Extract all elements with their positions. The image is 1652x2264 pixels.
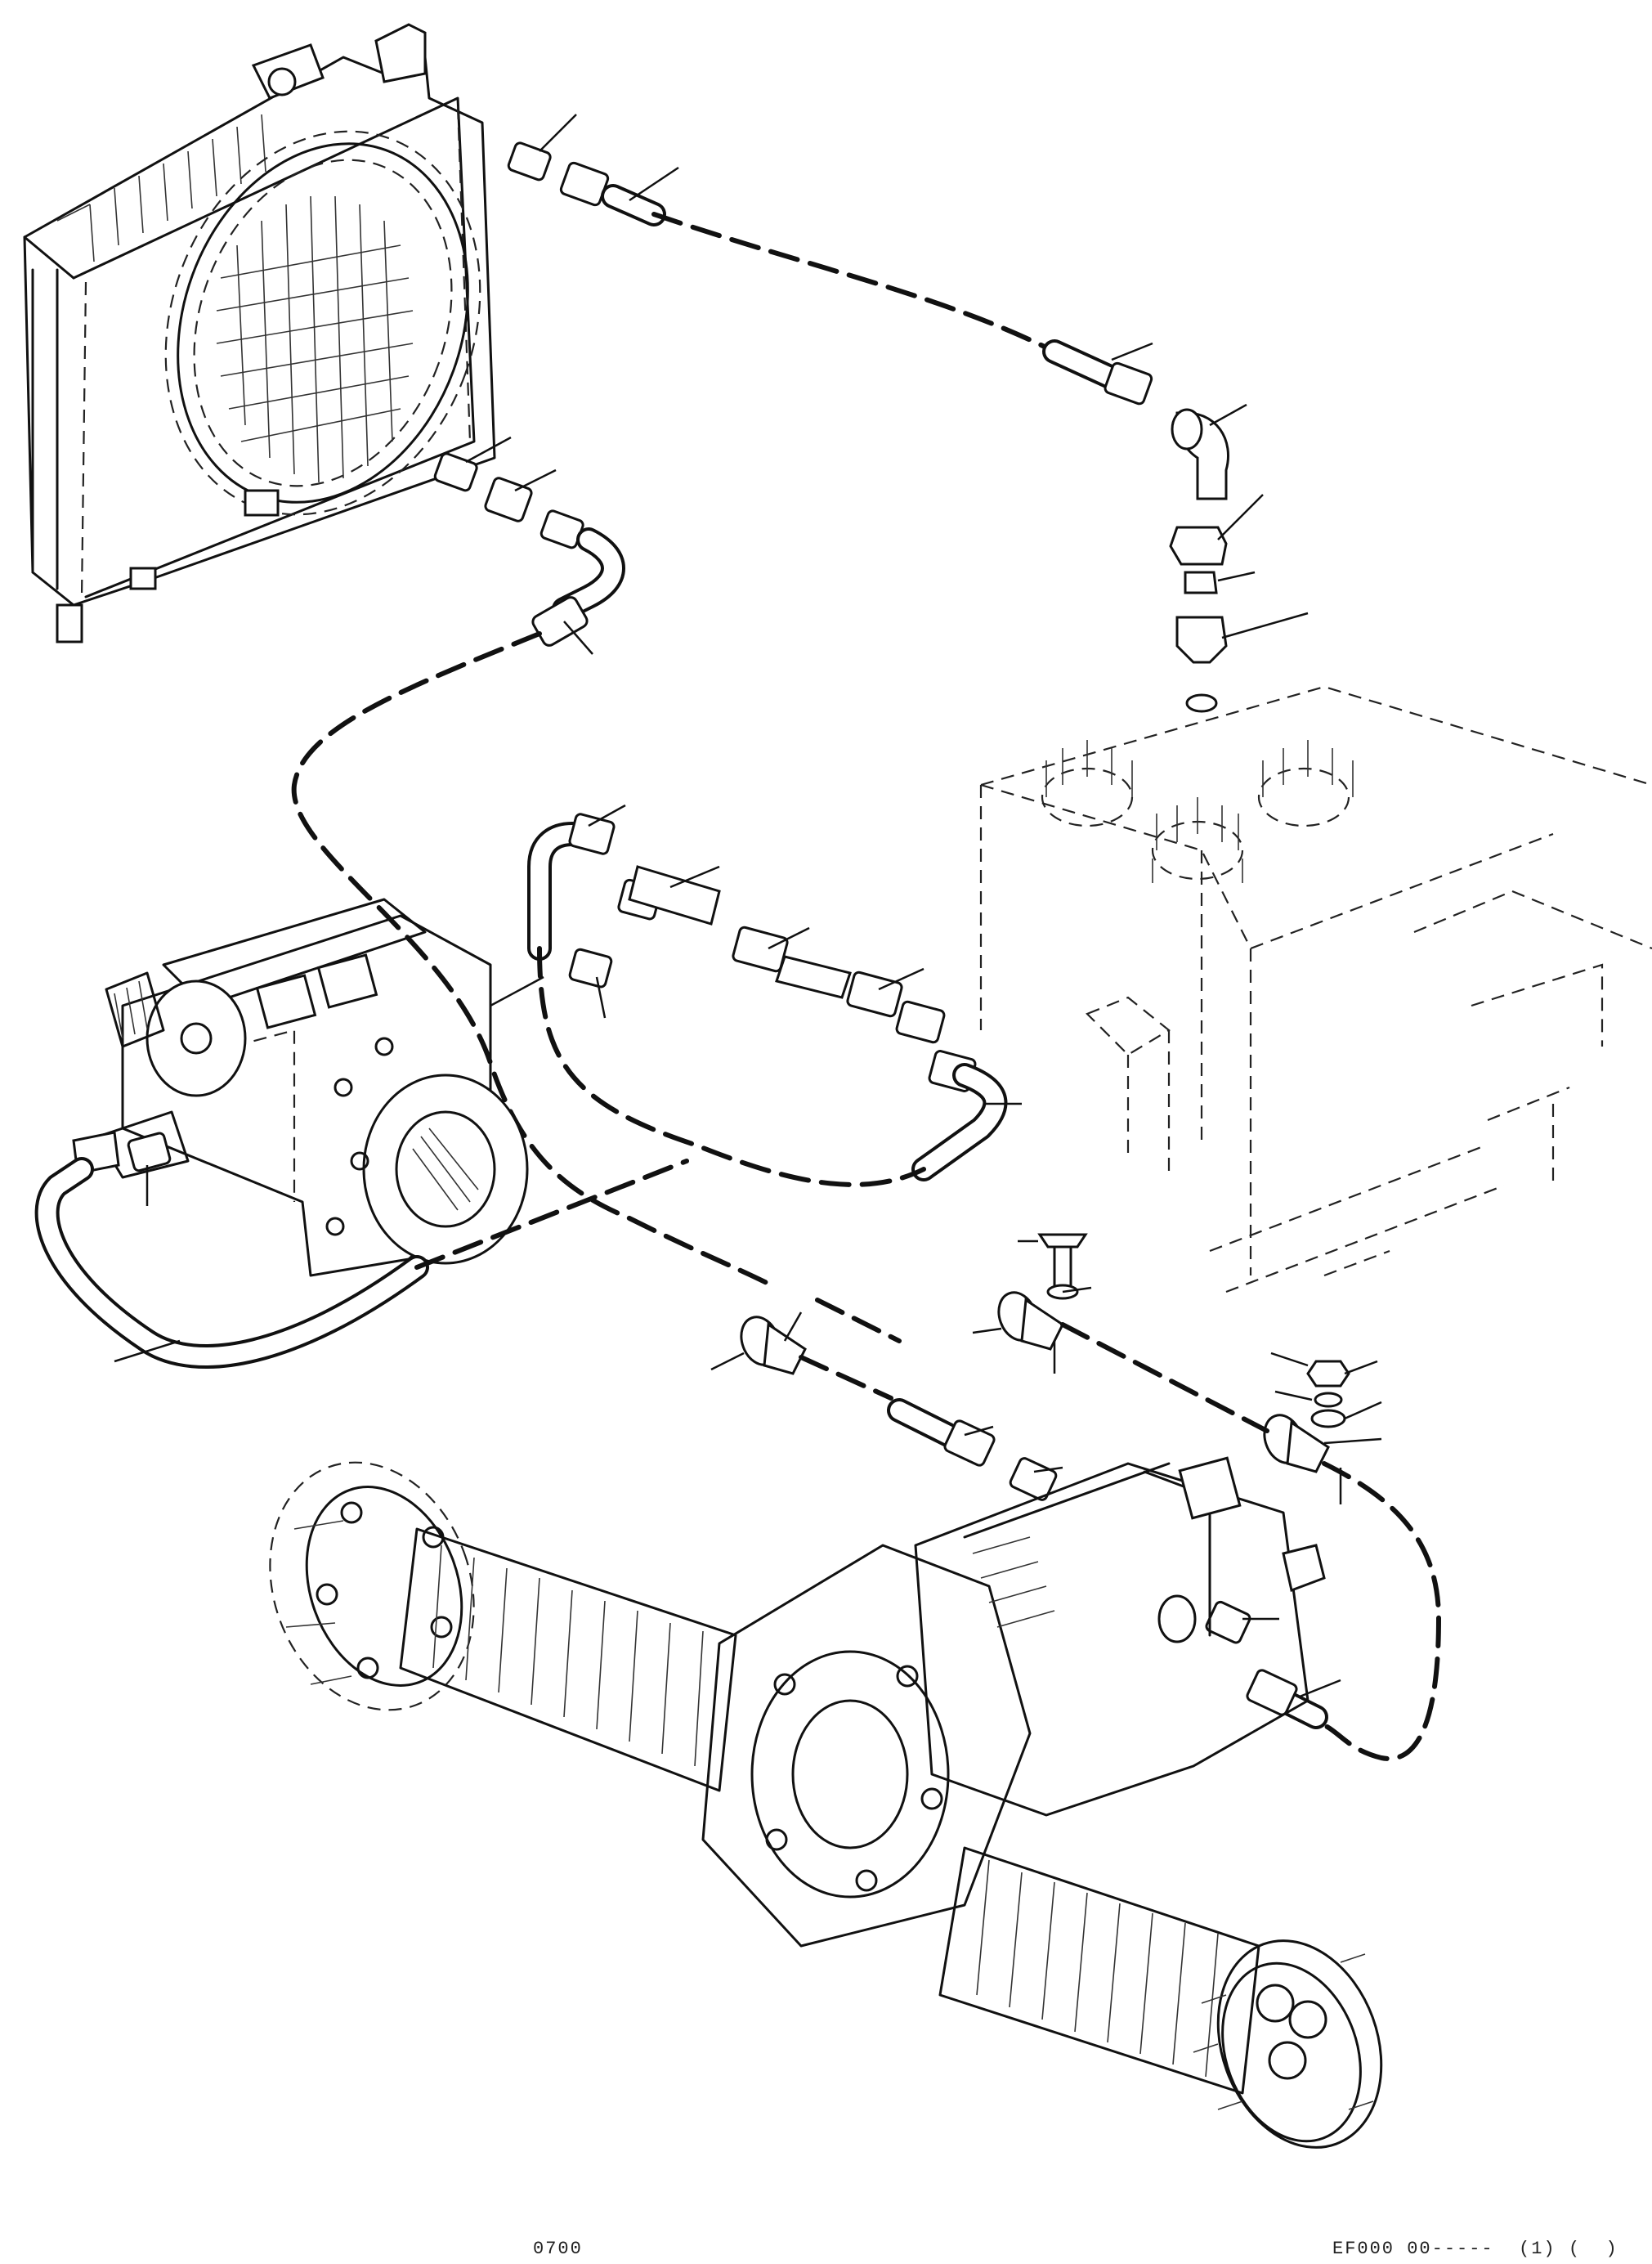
drawing-code-right: EF000 00----- (1) ( ) — [1332, 2239, 1618, 2259]
pump-lower-pipe — [34, 1131, 689, 1369]
hydraulic-pump — [96, 898, 529, 1277]
motor-feed-hose — [799, 1322, 1442, 1761]
vehicle-frame — [979, 685, 1652, 1293]
drawing-number-left: 0700 — [533, 2239, 583, 2259]
oil-cooler-radiator — [23, 23, 496, 643]
tee-branch-line — [527, 813, 1008, 1187]
callout-leader-lines — [114, 114, 1382, 1698]
hose-clamps — [740, 1233, 1350, 1473]
drive-axle — [269, 1456, 1383, 2149]
radiator-return-hose — [291, 452, 902, 1343]
upper-cooler-hose — [507, 141, 1229, 713]
